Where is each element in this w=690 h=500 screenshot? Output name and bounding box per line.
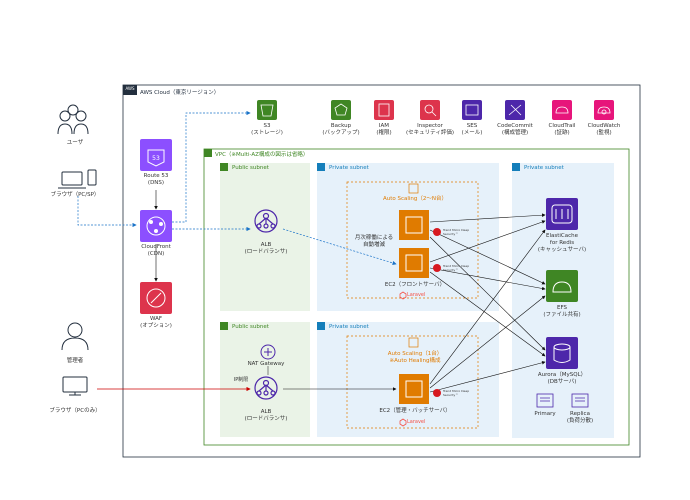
admin-user-icon [61, 322, 89, 351]
ec2-label: EC2（管理・バッチサーバ） [379, 408, 451, 414]
alb-icon [254, 376, 278, 400]
service-name: Backup [330, 123, 352, 129]
service-sub: (バックアップ) [322, 130, 360, 136]
cloudfront-icon [140, 210, 172, 242]
private-subnet-label: Private subnet [524, 165, 564, 171]
service-sub: (セキュリティ評価) [406, 130, 454, 136]
service-sub: (証跡) [554, 130, 570, 136]
efs-label: EFS [556, 305, 568, 311]
asg-icon [408, 337, 419, 348]
service-sub: (ストレージ) [251, 130, 283, 136]
aurora-label: Aurora（MySQL） [537, 372, 587, 378]
public-subnet-label: Public subnet [232, 165, 269, 171]
asg-label: Auto Scaling（2〜N台） [382, 196, 448, 202]
aurora-icon [546, 337, 578, 369]
asg-note: 自動増減 [362, 242, 385, 248]
asg-icon [408, 183, 419, 194]
route53-label: Route 53 [143, 173, 169, 179]
user-label: ユーザ [66, 140, 84, 146]
replica-sub: (負荷分散) [566, 418, 594, 424]
service-name: SES [466, 123, 478, 129]
alb-icon [254, 209, 278, 233]
cloudfront-sub: (CDN) [147, 251, 165, 257]
asg-label: ※Auto Healing構成 [389, 358, 441, 364]
public-subnet-label: Public subnet [232, 324, 269, 330]
aurora-sub: (DBサーバ) [547, 379, 577, 385]
primary-label: Primary [534, 411, 556, 417]
service-name: CodeCommit [497, 123, 533, 129]
service-sub: (権限) [376, 130, 392, 136]
replica-label: Replica [570, 411, 590, 417]
alb-sub: (ロードバランサ) [244, 416, 288, 422]
ip-limit-label: IP制限 [233, 377, 249, 383]
efs-icon [546, 270, 578, 302]
service-sub: (監視) [596, 130, 612, 136]
efs-sub: (ファイル共有) [543, 312, 581, 318]
alb-sub: (ロードバランサ) [244, 249, 288, 255]
waf-label: WAF [149, 316, 163, 322]
service-icons [257, 100, 614, 120]
asg-bottom-frame [346, 335, 479, 429]
private-subnet-label: Private subnet [329, 165, 369, 171]
vpc-title: VPC（※Multi-AZ構成の図示は省略） [215, 152, 309, 158]
private-subnet-label: Private subnet [329, 324, 369, 330]
aws-cloud-frame [122, 84, 641, 458]
vpc-frame [203, 148, 630, 446]
laravel-icon [399, 291, 407, 427]
nat-gateway-label: NAT Gateway [247, 361, 285, 367]
service-name: CloudWatch [587, 123, 621, 129]
users-icon [57, 104, 89, 135]
ec2-icon [399, 210, 429, 404]
service-name: Inspector [417, 123, 443, 129]
admin-label: 管理者 [66, 358, 84, 364]
aws-cloud-title: AWS Cloud（東京リージョン） [140, 90, 220, 96]
service-name: CloudTrail [548, 123, 576, 129]
asg-label: Auto Scaling（1台） [387, 351, 443, 357]
asg-note: 月次稼働による [354, 235, 394, 241]
deep-security-label: Trend Micro Deep Security™ [443, 264, 470, 272]
alb-label: ALB [260, 409, 272, 415]
db-instance-icon [536, 393, 589, 408]
ec2-label: EC2（フロントサーバ） [384, 282, 446, 288]
aws-badge: AWS [125, 86, 135, 91]
service-sub: (メール) [461, 130, 483, 136]
service-sub: (構成管理) [501, 130, 529, 136]
elasticache-label: for Redis [549, 240, 575, 246]
pc-icon [62, 376, 88, 396]
browser-label: ブラウザ（PC/SP） [50, 192, 100, 198]
service-name: S3 [263, 123, 271, 129]
alb-label: ALB [260, 242, 272, 248]
laravel-label: Laravel [407, 419, 426, 425]
svg-text:53: 53 [152, 155, 160, 162]
public-subnet-bottom [220, 322, 310, 437]
route53-icon [140, 139, 172, 171]
nat-gateway-icon [260, 344, 276, 360]
admin-browser-label: ブラウザ（PCのみ） [49, 408, 101, 414]
deep-security-label: Trend Micro Deep Security™ [443, 228, 470, 236]
laravel-label: Laravel [407, 292, 426, 298]
route53-sub: (DNS) [147, 180, 165, 186]
waf-sub: (オプション) [140, 323, 172, 329]
elasticache-label: ElastiCache [545, 233, 579, 239]
asg-top-frame [346, 181, 479, 299]
laptop-icon [58, 169, 97, 189]
cloudfront-label: CloudFront [141, 244, 171, 250]
service-name: IAM [378, 123, 390, 129]
deep-security-label: Trend Micro Deep Security™ [443, 389, 470, 397]
elasticache-sub: (キャッシュサーバ) [537, 247, 587, 253]
deep-security-icon [433, 228, 441, 397]
public-subnet-top [220, 163, 310, 311]
elasticache-icon [546, 198, 578, 230]
